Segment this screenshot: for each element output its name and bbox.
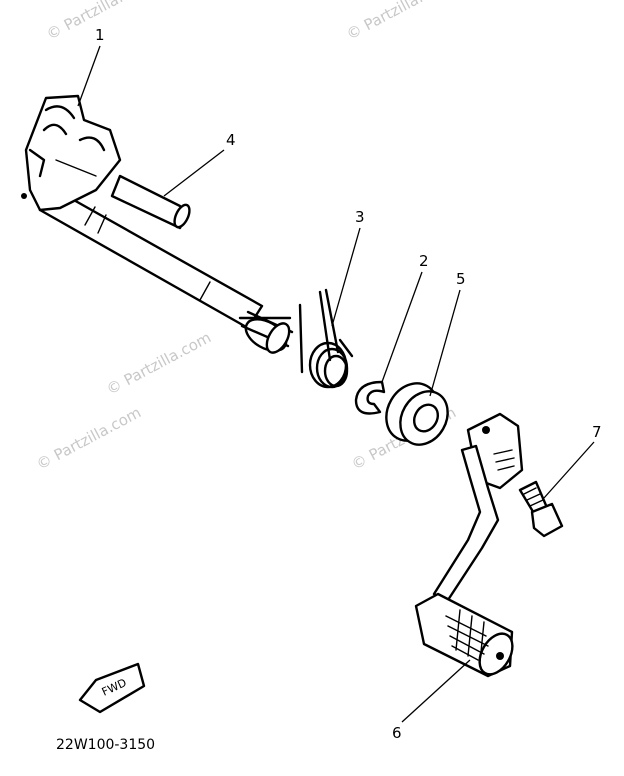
leader-line-3 xyxy=(331,227,361,327)
leader-line-7 xyxy=(543,441,595,499)
leader-lines xyxy=(77,45,595,723)
callout-5: 5 xyxy=(456,270,466,288)
leader-line-1 xyxy=(77,45,101,107)
watermark: © Partzilla.com xyxy=(103,328,214,398)
part-4-pin xyxy=(110,174,191,230)
part-7-bolt xyxy=(518,480,564,538)
callout-1: 1 xyxy=(95,26,105,44)
callouts: 1 2 3 4 5 6 7 xyxy=(95,26,602,742)
fwd-arrow-icon: FWD xyxy=(78,662,146,714)
leader-line-4 xyxy=(163,149,225,197)
leader-line-6 xyxy=(401,659,471,723)
callout-4: 4 xyxy=(226,131,236,149)
leader-line-2 xyxy=(381,271,423,383)
callout-2: 2 xyxy=(419,252,429,270)
part-1-shift-shaft xyxy=(21,94,294,354)
part-3-torsion-spring xyxy=(298,288,354,389)
callout-6: 6 xyxy=(392,724,402,742)
callout-7: 7 xyxy=(592,423,602,441)
part-2-circlip xyxy=(354,380,386,415)
part-5-oil-seal xyxy=(385,382,449,446)
watermark: © Partzilla.com xyxy=(343,0,454,44)
diagram-code: 22W100-3150 xyxy=(56,737,155,753)
leader-line-5 xyxy=(429,289,461,397)
callout-3: 3 xyxy=(355,208,365,226)
part-6-shift-pedal xyxy=(414,412,524,678)
shaft-spline xyxy=(238,310,294,354)
watermark: © Partzilla.com xyxy=(33,403,144,473)
